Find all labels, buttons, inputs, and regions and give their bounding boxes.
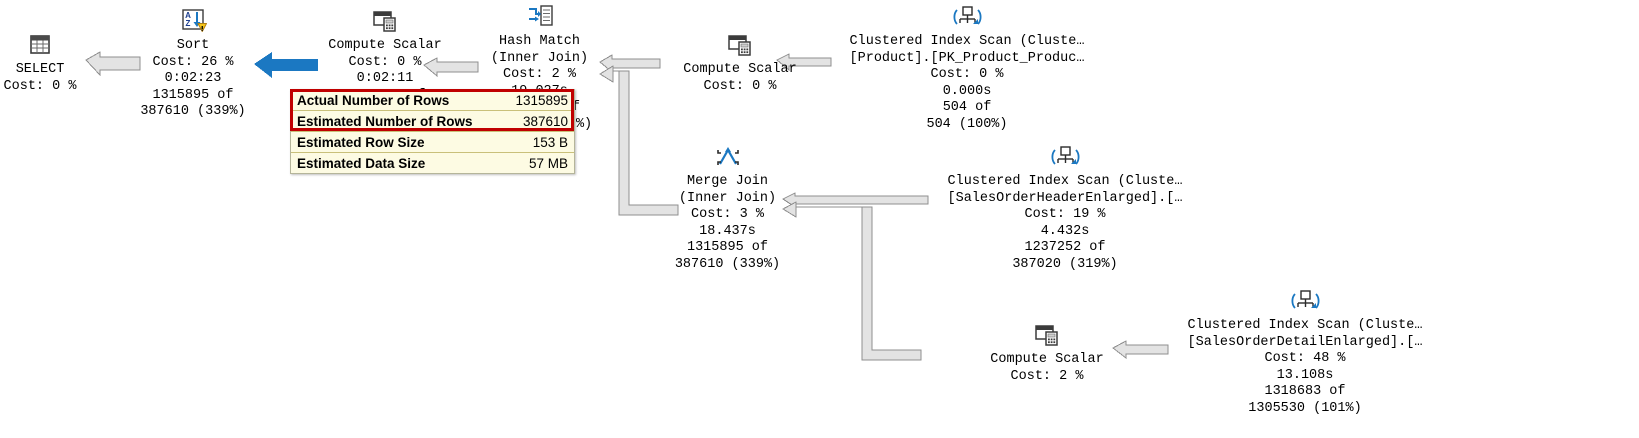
clustered-index-scan-icon <box>952 2 982 32</box>
hash-match-icon <box>525 2 555 32</box>
node-clustered-index-scan-header-line-4: 1237252 of <box>1024 240 1106 255</box>
tooltip-row: Estimated Number of Rows 387610 <box>291 110 574 132</box>
node-clustered-index-scan-product-line-4: 504 of <box>942 100 992 115</box>
node-compute-scalar-3-line-1: Cost: 2 % <box>1010 368 1084 384</box>
node-compute-scalar-2-line-1: Cost: 0 % <box>703 78 777 94</box>
tooltip-label-data-size: Estimated Data Size <box>297 155 426 171</box>
node-clustered-index-scan-header-line-0: Clustered Index Scan (Cluste… <box>947 174 1183 189</box>
node-clustered-index-scan-product-line-5: 504 (100%) <box>926 116 1008 132</box>
node-compute-scalar-2-line-0: Compute Scalar <box>683 62 797 77</box>
compute-scalar-icon <box>725 30 755 60</box>
tooltip-value-estimated-rows: 387610 <box>501 110 574 132</box>
tooltip-value-actual-rows: 1315895 <box>501 90 574 111</box>
node-compute-scalar-1-line-1: Cost: 0 % <box>348 54 422 70</box>
svg-text:A: A <box>185 11 191 20</box>
clustered-index-scan-icon <box>1050 142 1080 172</box>
node-hash-match-line-0: Hash Match <box>498 34 580 49</box>
result-grid-icon <box>25 30 55 60</box>
node-sort-line-1: Cost: 26 % <box>152 54 234 70</box>
node-clustered-index-scan-product-line-0: Clustered Index Scan (Cluste… <box>849 34 1085 49</box>
tooltip-label-actual-rows: Actual Number of Rows <box>291 90 502 111</box>
node-merge-join-line-1: (Inner Join) <box>678 190 777 206</box>
node-clustered-index-scan-product-line-3: 0.000s <box>942 83 992 99</box>
node-sort-line-0: Sort <box>176 38 210 53</box>
tooltip-row: Actual Number of Rows 1315895 <box>291 90 574 111</box>
node-compute-scalar-2[interactable]: Compute Scalar Cost: 0 % <box>655 30 825 95</box>
node-clustered-index-scan-header[interactable]: Clustered Index Scan (Cluste… [SalesOrde… <box>920 142 1210 273</box>
node-merge-join-line-0: Merge Join <box>686 174 768 189</box>
node-clustered-index-scan-detail-line-2: Cost: 48 % <box>1264 351 1346 366</box>
tooltip-row: Estimated Row Size 153 B <box>291 131 574 153</box>
compute-scalar-icon <box>1032 320 1062 350</box>
connector-scanheader-to-mergejoin <box>782 192 929 208</box>
node-merge-join[interactable]: Merge Join (Inner Join) Cost: 3 % 18.437… <box>660 142 795 273</box>
connector-sort-to-select <box>85 51 141 77</box>
tooltip-value-row-size: 153 B <box>501 131 574 153</box>
node-clustered-index-scan-product[interactable]: Clustered Index Scan (Cluste… [Product].… <box>822 2 1112 133</box>
node-merge-join-line-5: 387610 (339%) <box>674 256 781 272</box>
node-compute-scalar-1-line-0: Compute Scalar <box>328 38 442 53</box>
connector-computescalar1-to-sort <box>254 52 318 78</box>
node-select-line-0: SELECT <box>15 62 65 77</box>
node-clustered-index-scan-product-line-1: [Product].[PK_Product_Produc… <box>849 50 1085 66</box>
node-compute-scalar-1-line-2: 0:02:11 <box>356 71 414 86</box>
operator-tooltip: Actual Number of Rows 1315895 Estimated … <box>290 89 575 174</box>
node-clustered-index-scan-detail-line-3: 13.108s <box>1276 367 1334 383</box>
connector-scanproduct-to-computescalar2 <box>776 53 832 72</box>
node-select[interactable]: SELECT Cost: 0 % <box>0 30 80 95</box>
sort-icon-warning: A Z <box>178 6 208 36</box>
node-select-line-1: Cost: 0 % <box>3 78 77 94</box>
connector-scandetail-to-computescalar3 <box>1112 340 1169 360</box>
node-hash-match-line-2: Cost: 2 % <box>503 67 576 82</box>
svg-text:Z: Z <box>186 19 191 28</box>
node-merge-join-line-4: 1315895 of <box>686 240 768 255</box>
node-clustered-index-scan-detail-line-5: 1305530 (101%) <box>1248 400 1362 416</box>
node-sort-line-4: 387610 (339%) <box>140 104 246 119</box>
node-clustered-index-scan-header-line-2: Cost: 19 % <box>1024 207 1106 222</box>
tooltip-label-estimated-rows: Estimated Number of Rows <box>291 110 502 132</box>
node-sort[interactable]: A Z Sort Cost: 26 % 0:02:23 1315895 of 3… <box>128 6 258 121</box>
compute-scalar-icon <box>370 6 400 36</box>
node-clustered-index-scan-detail[interactable]: Clustered Index Scan (Cluste… [SalesOrde… <box>1160 286 1450 417</box>
connector-mergejoin-to-hashmatch <box>599 65 679 216</box>
node-clustered-index-scan-detail-line-1: [SalesOrderDetailEnlarged].[… <box>1187 334 1423 350</box>
node-sort-line-2: 0:02:23 <box>164 71 222 86</box>
node-clustered-index-scan-detail-line-4: 1318683 of <box>1264 384 1346 399</box>
node-merge-join-line-2: Cost: 3 % <box>691 207 764 222</box>
clustered-index-scan-icon <box>1290 286 1320 316</box>
connector-hashmatch-to-computescalar1 <box>423 57 479 78</box>
tooltip-row: Estimated Data Size 57 MB <box>291 153 574 174</box>
node-hash-match-line-1: (Inner Join) <box>490 50 589 66</box>
tooltip-label-row-size: Estimated Row Size <box>291 131 502 153</box>
connector-computescalar3-to-mergejoin <box>781 201 922 361</box>
tooltip-value-data-size: 57 MB <box>528 155 568 171</box>
node-clustered-index-scan-detail-line-0: Clustered Index Scan (Cluste… <box>1187 318 1423 333</box>
node-sort-line-3: 1315895 of <box>152 87 234 103</box>
node-clustered-index-scan-header-line-1: [SalesOrderHeaderEnlarged].[… <box>947 190 1183 206</box>
node-clustered-index-scan-header-line-3: 4.432s <box>1040 223 1090 239</box>
node-clustered-index-scan-header-line-5: 387020 (319%) <box>1012 256 1118 272</box>
node-compute-scalar-3-line-0: Compute Scalar <box>990 352 1104 367</box>
node-clustered-index-scan-product-line-2: Cost: 0 % <box>930 67 1004 82</box>
tooltip-properties-table: Actual Number of Rows 1315895 Estimated … <box>291 90 574 173</box>
merge-join-icon <box>713 142 743 172</box>
node-merge-join-line-3: 18.437s <box>699 223 756 239</box>
node-compute-scalar-3[interactable]: Compute Scalar Cost: 2 % <box>962 320 1132 385</box>
